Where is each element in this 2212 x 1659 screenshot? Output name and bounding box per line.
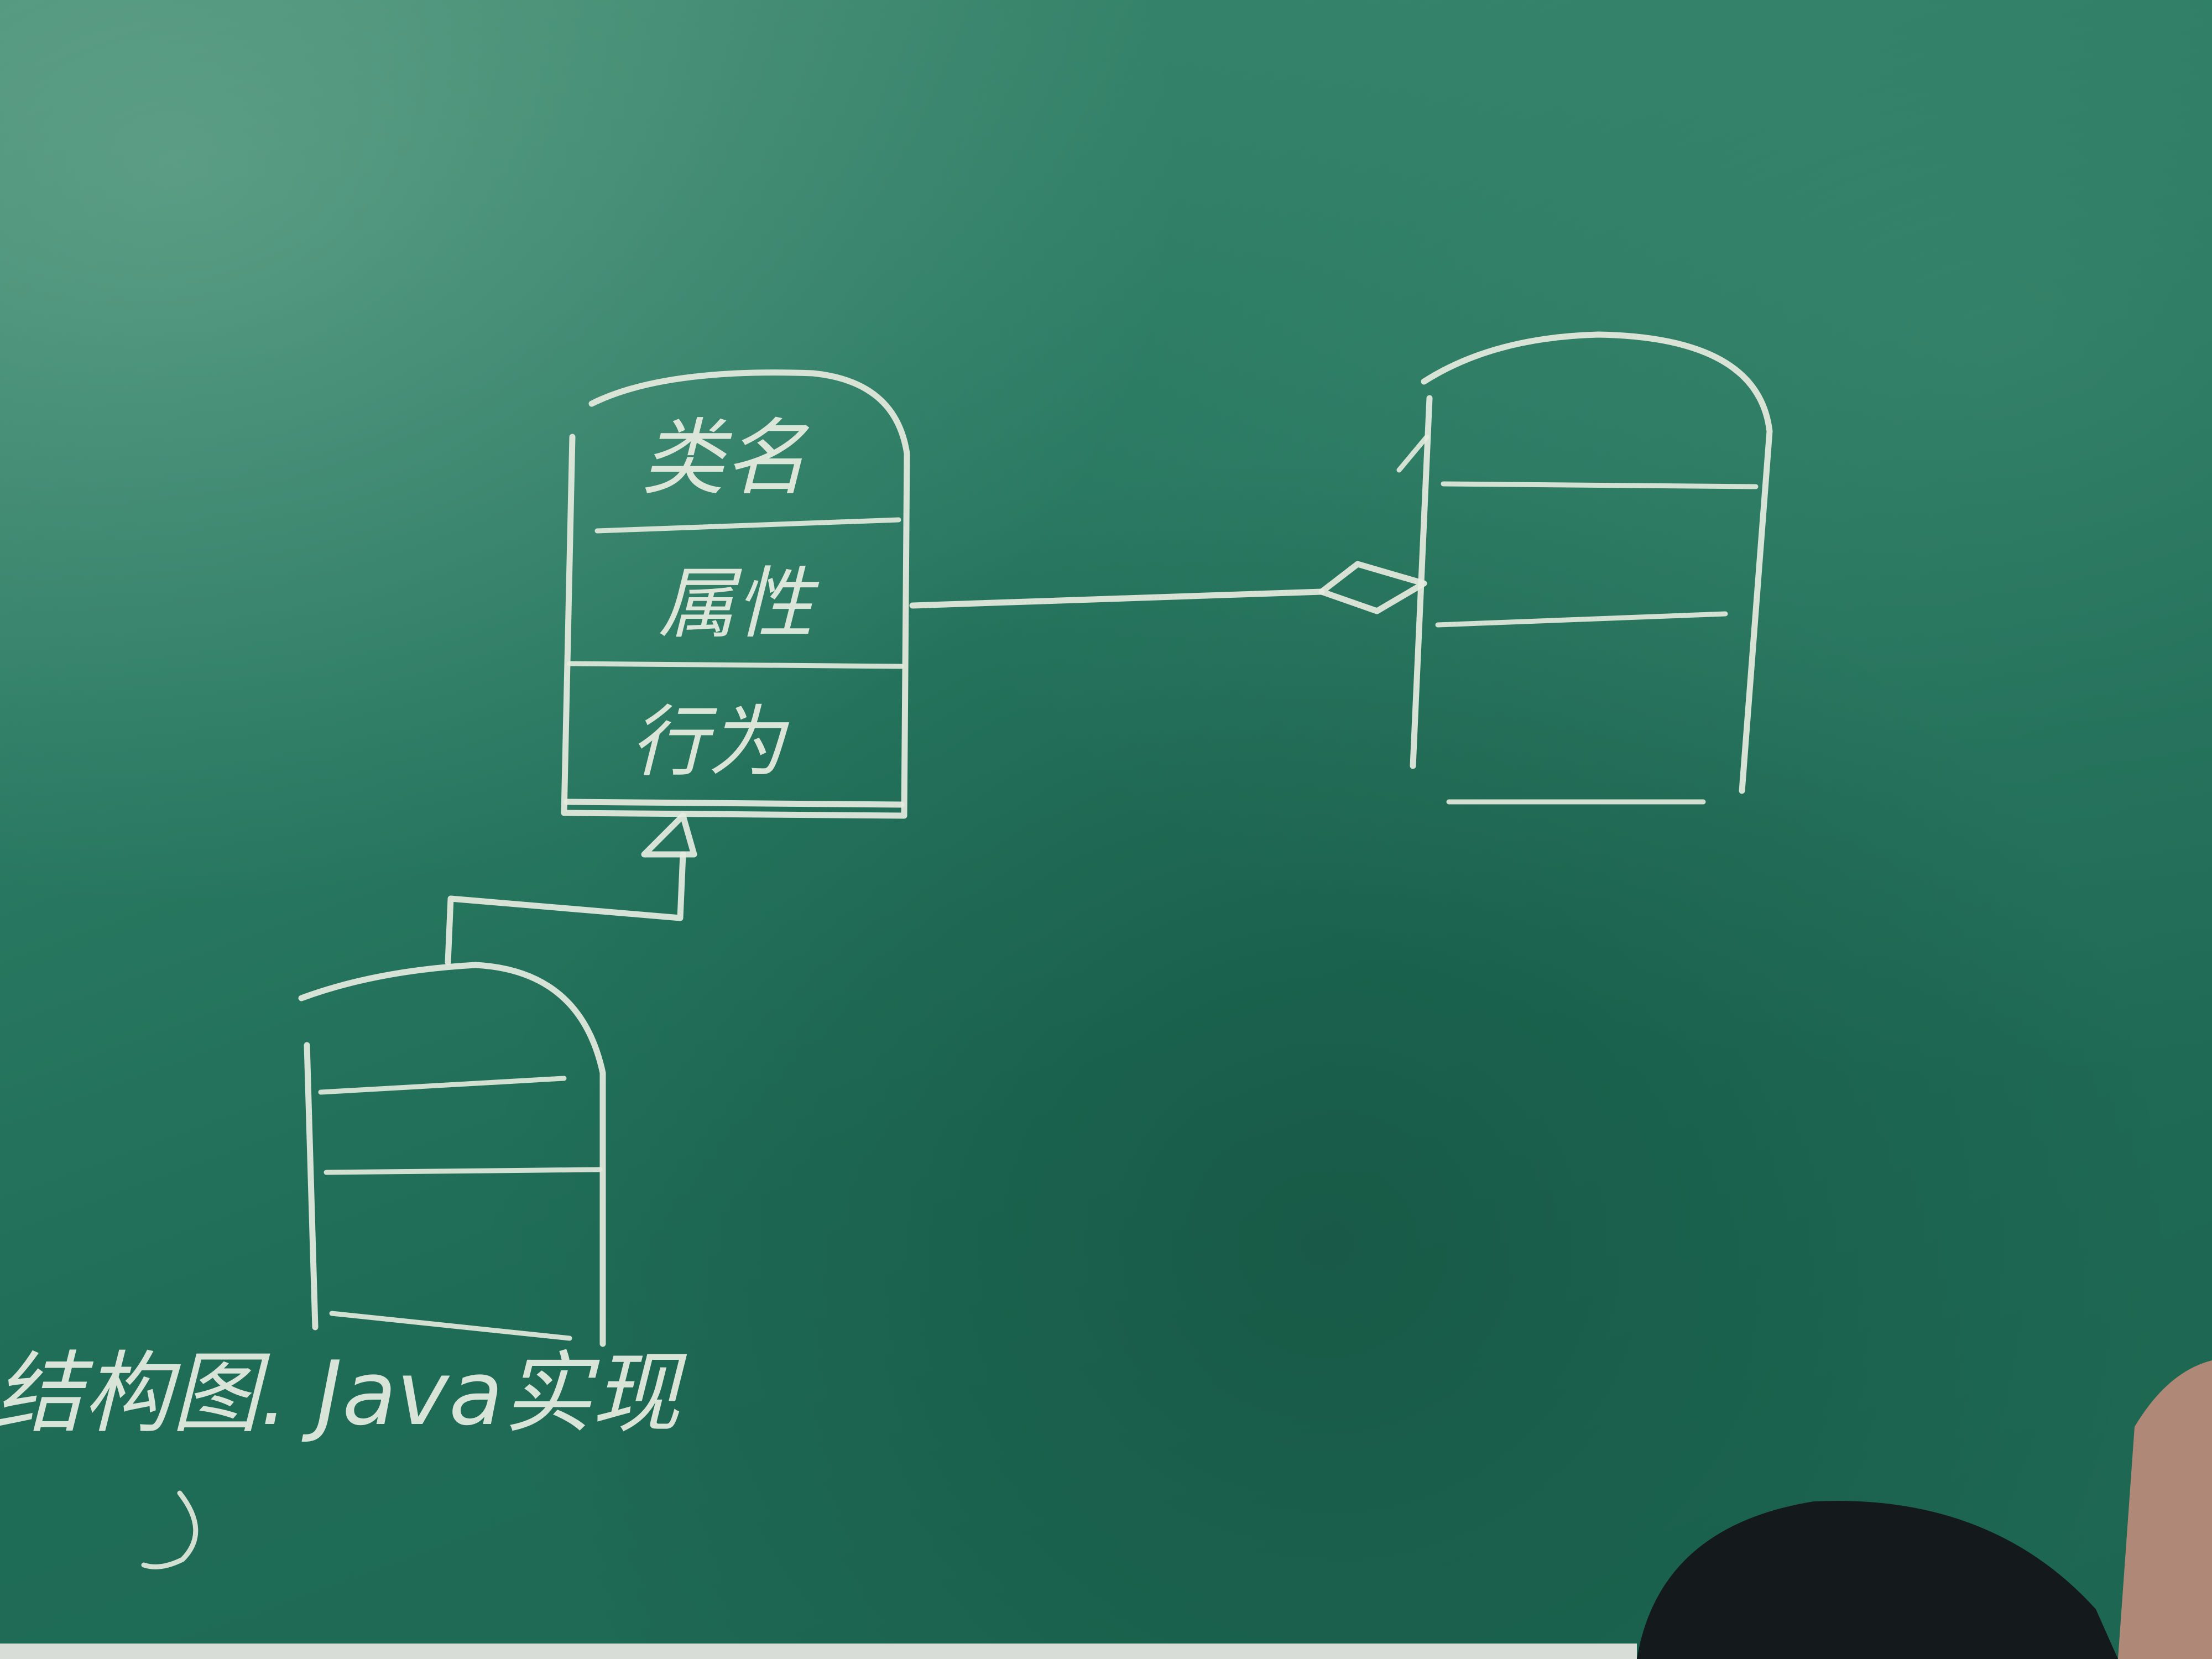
main-class-box: 类名 属性 行为 [561,369,910,819]
generalization-relationship [445,812,697,966]
subclass-left-edge [304,1042,319,1331]
attributes-label: 属性 [658,559,820,649]
aggregate-class-outline [1421,331,1773,794]
subclass-bottom [329,1311,572,1341]
main-class-divider-3 [564,799,905,808]
generalization-triangle [641,812,697,858]
aggregate-class-box [1396,331,1773,805]
aggregate-class-divider-1 [1441,481,1759,489]
aggregation-diamond [1318,561,1427,614]
aggregate-class-divider-2 [1435,611,1728,628]
subclass-box [298,962,606,1347]
main-class-divider-1 [594,517,901,534]
behaviors-label: 行为 [630,697,790,787]
person-shoulder [2118,1360,2212,1659]
main-class-outline [561,369,910,819]
chalk-mark [141,1490,199,1569]
aggregate-class-notch [1396,434,1430,473]
board-tray [0,1644,1637,1659]
main-class-divider-2 [567,661,904,669]
student-head [1637,1501,2118,1659]
aggregation-relationship [909,561,1427,614]
generalization-line [445,851,686,966]
caption-text: 结构图. Java实现 [0,1342,687,1445]
class-name-label: 类名 [641,410,810,507]
aggregation-line [909,588,1325,609]
subclass-divider-1 [318,1076,567,1095]
subclass-divider-2 [324,1167,603,1175]
subclass-outline [298,962,606,1347]
